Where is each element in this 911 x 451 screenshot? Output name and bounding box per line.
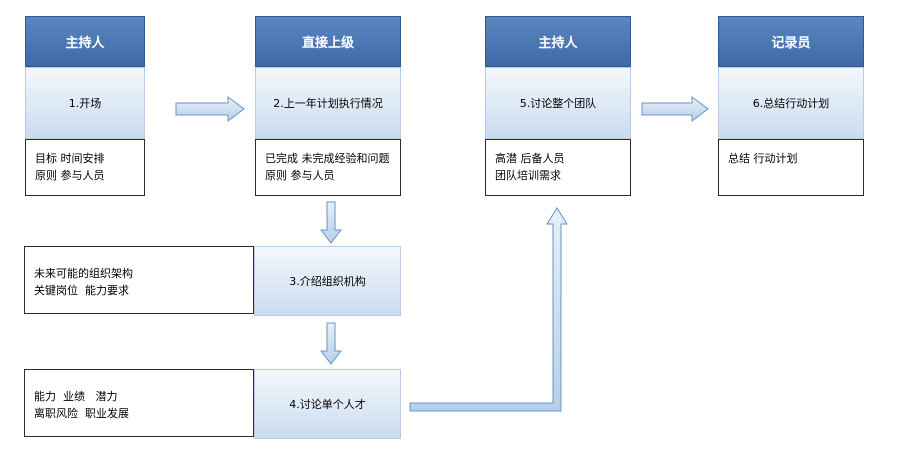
note-line: 原则 参与人员 — [265, 169, 335, 182]
note-line: 关键岗位 能力要求 — [34, 284, 129, 297]
arrow-right-1 — [175, 96, 245, 122]
notes-last-year-plan: 已完成 未完成经验和问题 原则 参与人员 — [255, 139, 401, 196]
arrow-right-2 — [641, 96, 709, 122]
note-line: 目标 时间安排 — [35, 152, 105, 165]
arrow-down-1 — [319, 201, 343, 244]
note-line: 能力 业绩 潜力 — [34, 390, 118, 403]
step-summary-plan: 6.总结行动计划 — [718, 67, 864, 139]
note-line: 团队培训需求 — [495, 169, 561, 182]
step-opening: 1.开场 — [25, 67, 145, 139]
notes-individual-talent: 能力 业绩 潜力 离职风险 职业发展 — [24, 369, 254, 437]
notes-summary-plan: 总结 行动计划 — [718, 139, 864, 196]
note-line: 原则 参与人员 — [35, 169, 105, 182]
role-header-host-2: 主持人 — [485, 16, 631, 67]
note-line: 总结 行动计划 — [728, 152, 798, 165]
role-header-host: 主持人 — [25, 16, 145, 67]
role-header-direct-supervisor: 直接上级 — [255, 16, 401, 67]
note-line: 已完成 未完成经验和问题 — [265, 152, 390, 165]
note-line: 未来可能的组织架构 — [34, 267, 133, 280]
note-line: 高潜 后备人员 — [495, 152, 565, 165]
note-line: 离职风险 职业发展 — [34, 407, 129, 420]
step-discuss-team: 5.讨论整个团队 — [485, 67, 631, 139]
arrow-elbow-up — [409, 207, 568, 412]
notes-opening: 目标 时间安排 原则 参与人员 — [25, 139, 145, 196]
arrow-down-2 — [319, 322, 343, 365]
step-last-year-plan: 2.上一年计划执行情况 — [255, 67, 401, 139]
role-header-recorder: 记录员 — [718, 16, 864, 67]
step-individual-talent: 4.讨论单个人才 — [254, 369, 401, 439]
step-org-structure: 3.介绍组织机构 — [254, 246, 401, 316]
notes-org-structure: 未来可能的组织架构 关键岗位 能力要求 — [24, 246, 254, 314]
notes-discuss-team: 高潜 后备人员 团队培训需求 — [485, 139, 631, 196]
